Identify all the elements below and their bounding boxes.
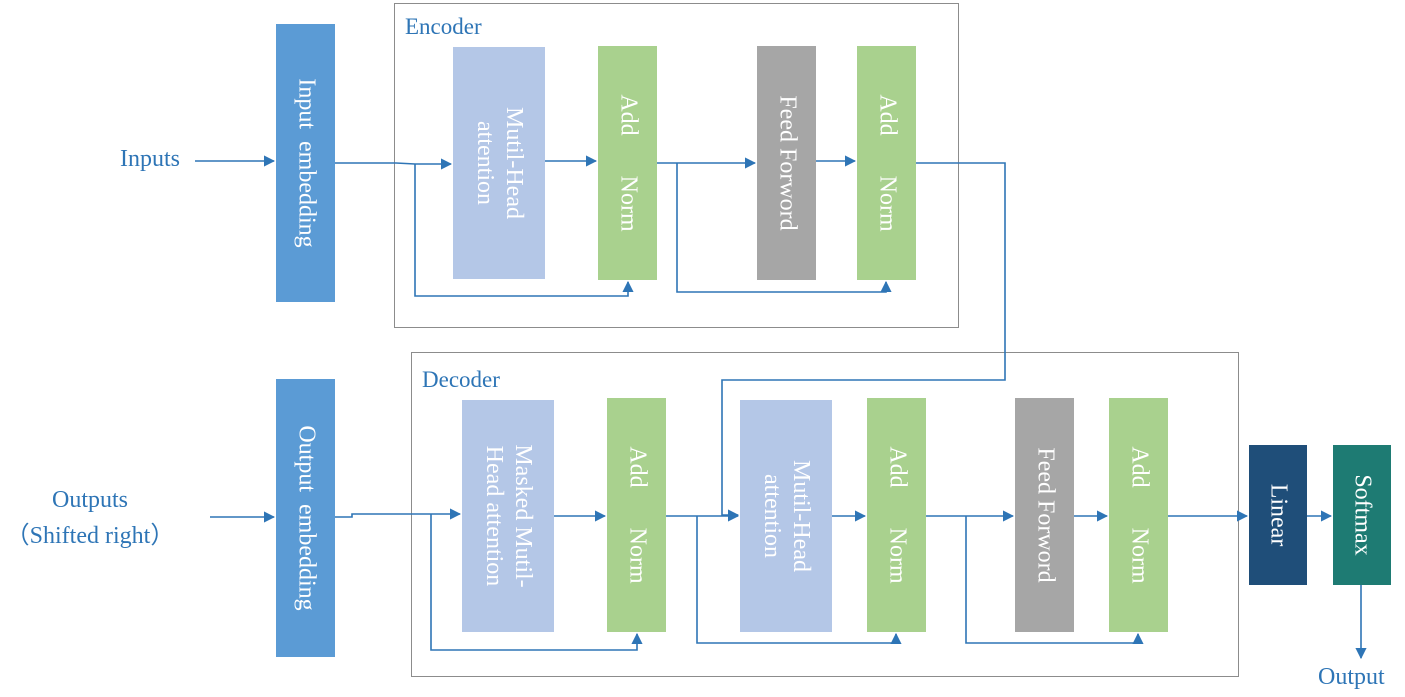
decoder-addnorm1-block: Add Norm [607,398,666,632]
decoder-addnorm2-block: Add Norm [867,398,926,632]
arrow-encoder-residual1 [414,164,634,297]
outputs-label: Outputs （Shifted right） [0,482,180,554]
outputs-label-line2: （Shifted right） [5,523,175,549]
encoder-frame: Encoder [394,3,959,328]
decoder-addnorm3-block: Add Norm [1109,398,1168,632]
encoder-addnorm2-block: Add Norm [857,46,916,280]
encoder-title: Encoder [405,14,482,39]
decoder-title: Decoder [422,367,500,392]
input-embedding-block: Input embedding [276,24,335,302]
arrow-decoder-residual3 [965,516,1144,645]
arrow-encoder-residual2 [676,163,892,293]
outputs-label-line1: Outputs [51,487,128,513]
decoder-attention-block: Mutil-Head attention [740,400,832,632]
encoder-addnorm1-block: Add Norm [598,46,657,280]
arrow-decoder-residual1 [430,514,643,651]
arrow-embedding-to-masked-attention [335,508,462,520]
linear-block: Linear [1249,445,1307,585]
encoder-attention-block: Mutil-Head attention [453,47,545,279]
arrow-decoder-residual2 [696,516,902,645]
arrow-embedding-to-encoder-attention [335,158,453,170]
decoder-masked-attention-block: Masked Mutil- Head attention [462,400,554,632]
decoder-feed-block: Feed Forword [1015,398,1074,632]
arrow-encoder-to-decoder [721,162,1006,521]
encoder-feed-block: Feed Forword [757,46,816,280]
inputs-label: Inputs [120,146,180,172]
output-embedding-block: Output embedding [276,379,335,657]
softmax-block: Softmax [1333,445,1391,585]
output-label: Output [1318,664,1385,690]
